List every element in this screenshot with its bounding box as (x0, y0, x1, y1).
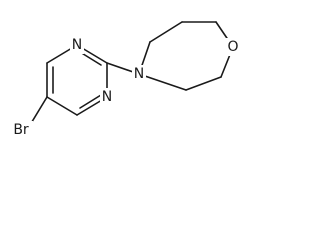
atom-label: N (72, 37, 82, 53)
bond-ca-cb (149, 21, 183, 43)
atom-n-pyrimidine-upper: N (70, 36, 84, 54)
bond-cd-ce (185, 76, 222, 91)
double-bond-n1-c2 (79, 51, 102, 66)
atom-label: N (102, 89, 112, 105)
atom-label: O (227, 39, 238, 55)
atom-label: Br (13, 122, 29, 138)
bond-c4-c5 (46, 96, 78, 116)
atom-oxygen: O (225, 38, 241, 56)
atom-bromine: Br (9, 121, 33, 139)
pyrimidine-ring (46, 44, 108, 116)
oxazepane-ring (138, 21, 234, 91)
bond-ce-n (138, 73, 187, 91)
atom-label: N (134, 66, 144, 82)
atom-n-pyrimidine-lower: N (100, 88, 114, 106)
double-bond-n3-c4 (79, 94, 102, 109)
atom-n-diazepane: N (132, 65, 146, 83)
structure-diagram: N N Br N O (9, 21, 241, 139)
